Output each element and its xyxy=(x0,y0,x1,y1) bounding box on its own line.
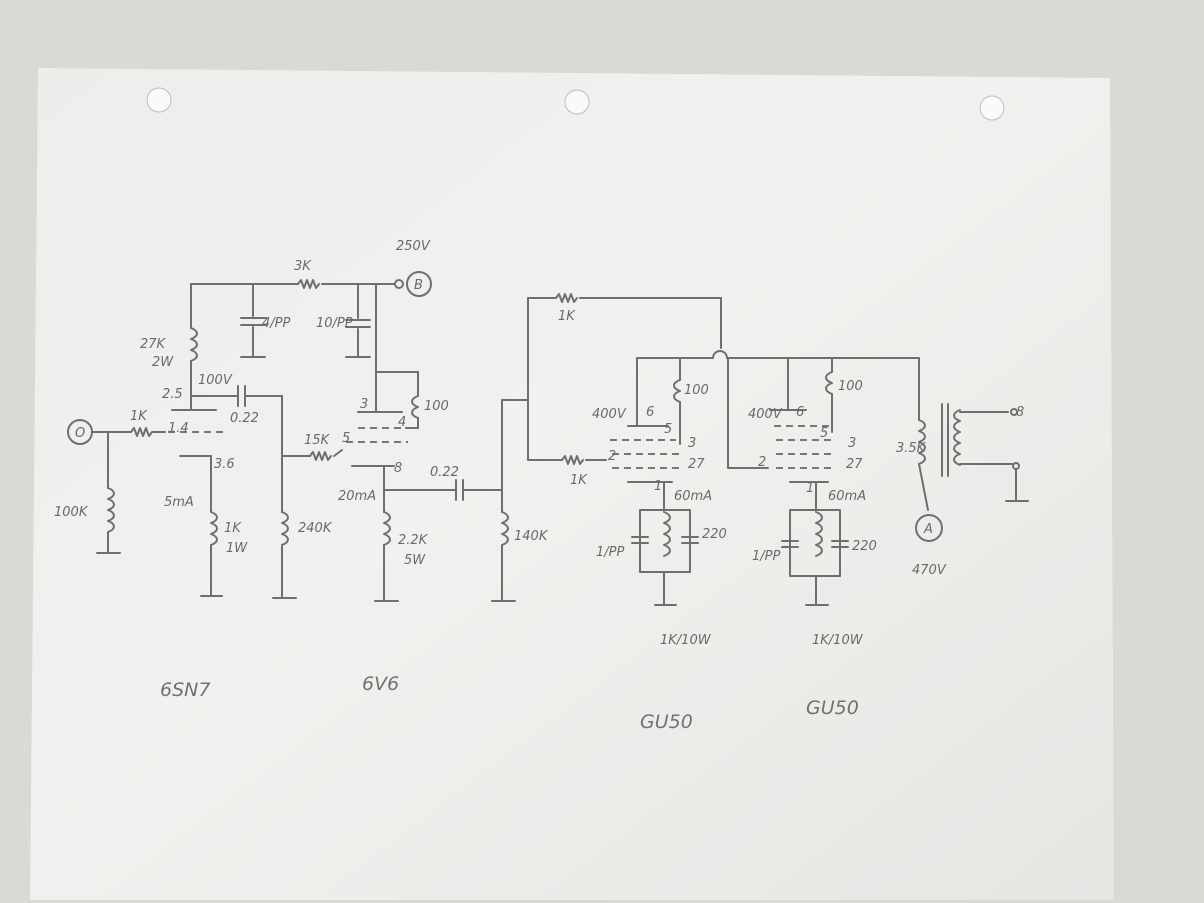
label-c-4: 4/PP xyxy=(262,316,290,331)
label-pin-27-b: 27 xyxy=(846,457,863,472)
label-r-240k: 240K xyxy=(298,521,333,536)
label-pin-8: 8 xyxy=(394,461,402,476)
resistor-240k xyxy=(281,511,289,546)
label-pin-3: 3 xyxy=(360,397,368,412)
tube-labels: 6SN7 6V6 GU50 GU50 xyxy=(160,673,859,733)
label-pin-1-a: 1 xyxy=(654,479,662,494)
label-r-1k10w-a: 1K/10W xyxy=(660,633,712,648)
label-a-voltage: 470V xyxy=(912,563,947,578)
label-tube-6v6: 6V6 xyxy=(362,673,399,695)
label-i-5ma: 5mA xyxy=(164,495,194,510)
label-c-220-a: 220 xyxy=(702,527,727,542)
label-b-plus-voltage: 250V xyxy=(396,239,431,254)
label-pin-2-b: 2 xyxy=(758,455,766,470)
label-pin-1-b: 1 xyxy=(806,481,814,496)
label-r-140k: 140K xyxy=(514,529,549,544)
resistor-140k xyxy=(501,511,509,546)
label-r-3k: 3K xyxy=(294,259,312,274)
label-r-27k: 27K xyxy=(140,337,167,352)
label-r-1k-cathode: 1K xyxy=(224,521,242,536)
xfmr-secondary xyxy=(953,409,961,466)
label-pin-6-a: 6 xyxy=(646,405,654,420)
resistor-1k-grid xyxy=(130,427,153,437)
label-c-1pp-a: 1/PP xyxy=(596,545,624,560)
label-pin-1-4: 1.4 xyxy=(168,421,189,436)
label-a-node: A xyxy=(923,522,933,537)
resistor-2-2k xyxy=(383,511,391,546)
label-v-400-a: 400V xyxy=(592,407,627,422)
label-tube-6sn7: 6SN7 xyxy=(160,679,210,701)
stage-6sn7 xyxy=(67,283,343,599)
resistor-27k xyxy=(190,327,198,362)
resistor-15k xyxy=(309,451,332,461)
label-v-2-5: 2.5 xyxy=(162,387,183,402)
label-v-100: 100V xyxy=(198,373,233,388)
binder-hole-left xyxy=(146,87,172,113)
label-pin-3-6: 3.6 xyxy=(214,457,235,472)
label-tube-gu50-b: GU50 xyxy=(806,697,859,719)
resistor-cathode-a xyxy=(663,511,671,557)
resistor-1k-g1 xyxy=(561,455,584,465)
stage-6v6 xyxy=(346,371,529,602)
label-r-1k-cathode-w: 1W xyxy=(226,541,248,556)
output-transformer xyxy=(915,357,1029,542)
label-r-100-a: 100 xyxy=(424,399,449,414)
label-pin-4: 4 xyxy=(398,415,406,430)
component-labels: 250V B 3K 4/PP 10/PP 27K 2W 2.5 100V 0.2… xyxy=(54,239,1024,648)
b-plus-rail xyxy=(190,271,432,413)
label-r-1k-in: 1K xyxy=(130,409,148,424)
label-xfmr-3-5k: 3.5K xyxy=(896,441,927,456)
label-r-1k-g1: 1K xyxy=(570,473,588,488)
resistor-1k-cathode xyxy=(210,511,218,546)
resistor-100k xyxy=(107,487,115,533)
label-r-15k: 15K xyxy=(304,433,331,448)
resistor-1k-feedback xyxy=(555,293,578,303)
resistor-100-screen xyxy=(411,395,419,419)
label-pin-5-a: 5 xyxy=(664,422,672,437)
b-node-circle xyxy=(406,271,432,297)
label-tube-gu50-a: GU50 xyxy=(640,711,693,733)
resistor-3k xyxy=(297,279,320,289)
label-i-60ma-b: 60mA xyxy=(828,489,866,504)
label-pin-6-b: 6 xyxy=(796,405,804,420)
label-r-1k-feedback: 1K xyxy=(558,309,576,324)
label-pin-2-a: 2 xyxy=(608,449,616,464)
xfmr-primary xyxy=(918,419,926,465)
label-c-022-b: 0.22 xyxy=(430,465,459,480)
label-speaker-8: 8 xyxy=(1016,405,1024,420)
paper-sheet xyxy=(30,68,1114,900)
label-r-2-2k: 2.2K xyxy=(398,533,429,548)
label-b-node: B xyxy=(414,278,423,293)
label-c-220-b: 220 xyxy=(852,539,877,554)
label-c-022-a: 0.22 xyxy=(230,411,259,426)
label-pin-5-b: 5 xyxy=(820,426,828,441)
resistor-cathode-b xyxy=(815,511,823,557)
label-pin-3-b: 3 xyxy=(848,436,856,451)
stage-gu50 xyxy=(527,293,920,606)
label-pin-27-a: 27 xyxy=(688,457,705,472)
binder-hole-right xyxy=(979,95,1005,121)
label-c-10: 10/PP xyxy=(316,316,353,331)
label-r-1k10w-b: 1K/10W xyxy=(812,633,864,648)
label-v-400-b: 400V xyxy=(748,407,783,422)
label-r-100-b: 100 xyxy=(684,383,709,398)
label-r-100-c: 100 xyxy=(838,379,863,394)
b-plus-terminal xyxy=(394,279,404,289)
a-node-circle xyxy=(915,514,943,542)
label-r-27k-w: 2W xyxy=(152,355,174,370)
label-r-100k: 100K xyxy=(54,505,89,520)
label-input-node: O xyxy=(75,426,85,441)
label-i-20ma: 20mA xyxy=(338,489,376,504)
label-pin-5: 5 xyxy=(342,431,350,446)
label-c-1pp-b: 1/PP xyxy=(752,549,780,564)
label-r-2-2k-w: 5W xyxy=(404,553,426,568)
label-pin-3-a: 3 xyxy=(688,436,696,451)
label-i-60ma-a: 60mA xyxy=(674,489,712,504)
binder-hole-middle xyxy=(564,89,590,115)
